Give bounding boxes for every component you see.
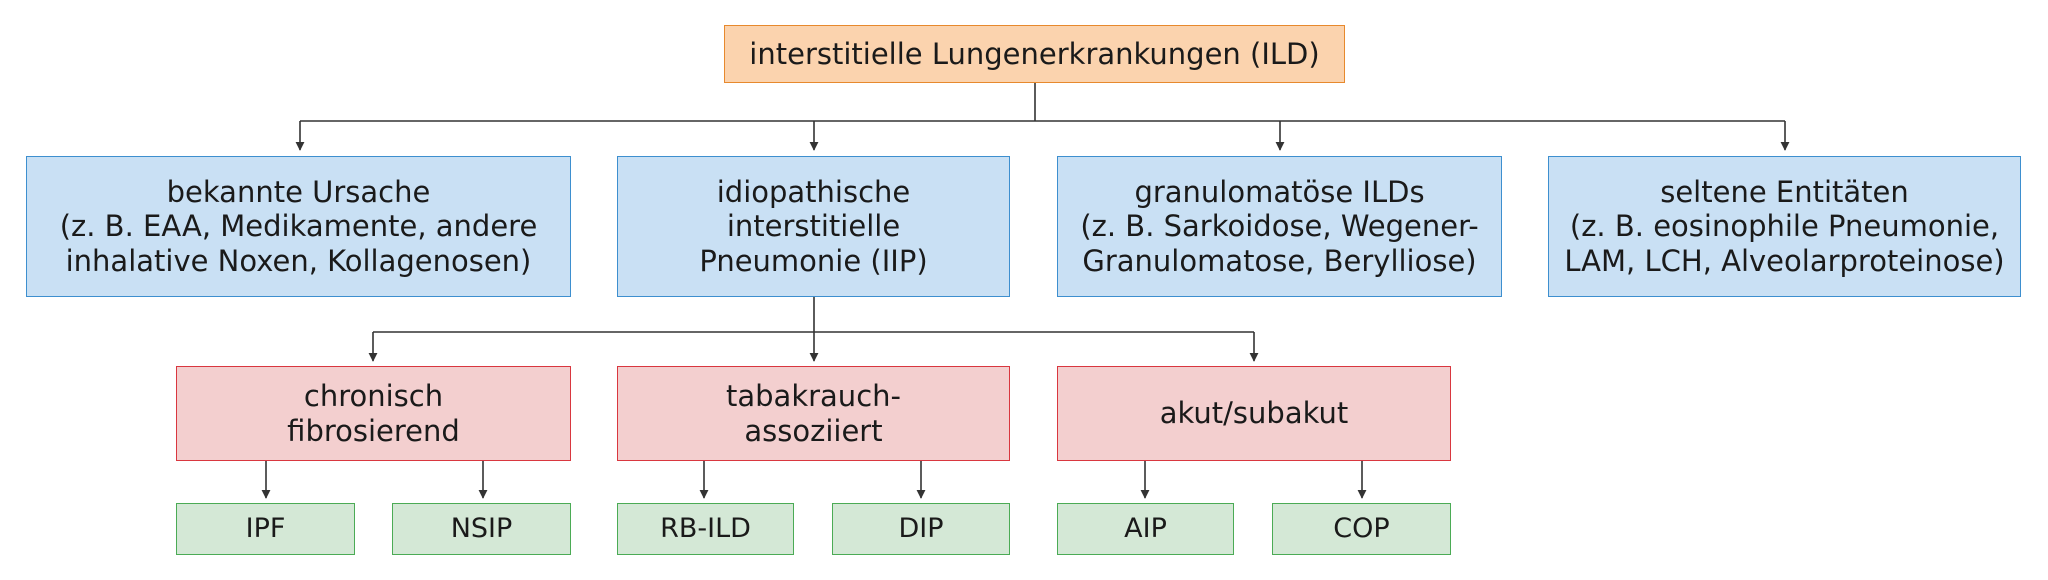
node-label-line: LAM, LCH, Alveolarproteinose) <box>1564 243 2005 278</box>
node-nsip: NSIP <box>392 503 571 555</box>
node-bekannte-ursache: bekannte Ursache (z. B. EAA, Medikamente… <box>26 156 571 297</box>
node-label-line: DIP <box>898 513 944 545</box>
node-label-line: NSIP <box>450 513 513 545</box>
node-label-line: RB-ILD <box>660 513 751 545</box>
node-seltene-entitaeten: seltene Entitäten (z. B. eosinophile Pne… <box>1548 156 2021 297</box>
node-label-line: idiopathische <box>716 175 911 210</box>
connector-root-trunk <box>300 83 1785 122</box>
node-label-line: COP <box>1333 513 1390 545</box>
node-label-line: Granulomatose, Berylliose) <box>1082 243 1477 278</box>
node-label-line: Pneumonie (IIP) <box>699 243 928 278</box>
node-label-line: IPF <box>245 513 286 545</box>
node-label-line: inhalative Noxen, Kollagenosen) <box>65 243 532 278</box>
node-label-line: tabakrauch- <box>726 379 901 414</box>
node-label-line: assoziiert <box>744 413 883 448</box>
node-rb-ild: RB-ILD <box>617 503 794 555</box>
node-label-line: seltene Entitäten <box>1660 175 1909 210</box>
node-label-line: granulomatöse ILDs <box>1134 175 1425 210</box>
node-dip: DIP <box>832 503 1010 555</box>
node-label-line: (z. B. EAA, Medikamente, andere <box>59 209 538 244</box>
node-label-line: AIP <box>1124 513 1167 545</box>
node-tabakrauch-assoziiert: tabakrauch- assoziiert <box>617 366 1010 461</box>
node-label-line: interstitielle Lungenerkrankungen (ILD) <box>749 36 1320 71</box>
node-label-line: chronisch <box>303 379 444 414</box>
node-chronisch-fibrosierend: chronisch fibrosierend <box>176 366 571 461</box>
node-idiopathische-interstitielle-pneumonie: idiopathische interstitielle Pneumonie (… <box>617 156 1010 297</box>
node-label-line: interstitielle <box>726 209 901 244</box>
node-label-line: (z. B. Sarkoidose, Wegener- <box>1080 209 1479 244</box>
node-aip: AIP <box>1057 503 1234 555</box>
node-label-line: akut/subakut <box>1159 396 1349 431</box>
node-akut-subakut: akut/subakut <box>1057 366 1451 461</box>
connector-iip-trunk <box>373 297 1254 333</box>
node-label-line: bekannte Ursache <box>166 175 431 210</box>
node-interstitielle-lungenerkrankungen: interstitielle Lungenerkrankungen (ILD) <box>724 25 1345 83</box>
node-ipf: IPF <box>176 503 355 555</box>
node-cop: COP <box>1272 503 1451 555</box>
node-granulomatoese-ilds: granulomatöse ILDs (z. B. Sarkoidose, We… <box>1057 156 1502 297</box>
node-label-line: fibrosierend <box>287 413 460 448</box>
node-label-line: (z. B. eosinophile Pneumonie, <box>1569 209 2000 244</box>
